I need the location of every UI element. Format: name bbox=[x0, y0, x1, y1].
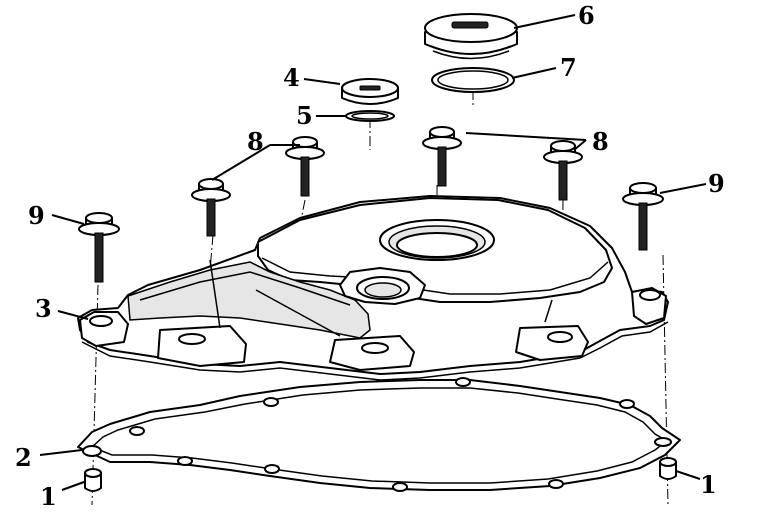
leader-lines bbox=[39, 14, 707, 491]
flange-bolt-a bbox=[191, 178, 231, 237]
flange-bolt-d bbox=[543, 140, 583, 201]
callout-7: 7 bbox=[560, 53, 577, 82]
callout-3: 3 bbox=[35, 294, 52, 323]
callout-6: 6 bbox=[578, 1, 595, 30]
long-flange-bolt-left bbox=[78, 212, 120, 283]
callout-1-left: 1 bbox=[40, 482, 57, 511]
callout-8-right: 8 bbox=[592, 127, 609, 156]
callout-2: 2 bbox=[15, 443, 32, 472]
large-filler-cap bbox=[424, 13, 518, 60]
dowel-pin-left bbox=[84, 468, 102, 492]
long-flange-bolt-right bbox=[622, 182, 664, 251]
flange-bolt-c bbox=[422, 126, 462, 187]
callout-numbers: 1 1 2 3 4 5 6 7 8 8 9 9 bbox=[15, 1, 725, 511]
small-inspection-plug bbox=[341, 78, 399, 105]
callout-1-right: 1 bbox=[700, 470, 717, 499]
generator-cover bbox=[77, 195, 669, 381]
flange-bolt-b bbox=[285, 136, 325, 197]
large-o-ring bbox=[431, 67, 515, 93]
callout-5: 5 bbox=[296, 101, 313, 130]
callout-9-right: 9 bbox=[708, 169, 725, 198]
callout-4: 4 bbox=[283, 63, 300, 92]
small-o-ring bbox=[345, 110, 395, 122]
callout-8-left: 8 bbox=[247, 127, 264, 156]
cover-gasket bbox=[77, 377, 681, 492]
callout-9-left: 9 bbox=[28, 201, 45, 230]
dowel-pin-right bbox=[659, 457, 677, 480]
